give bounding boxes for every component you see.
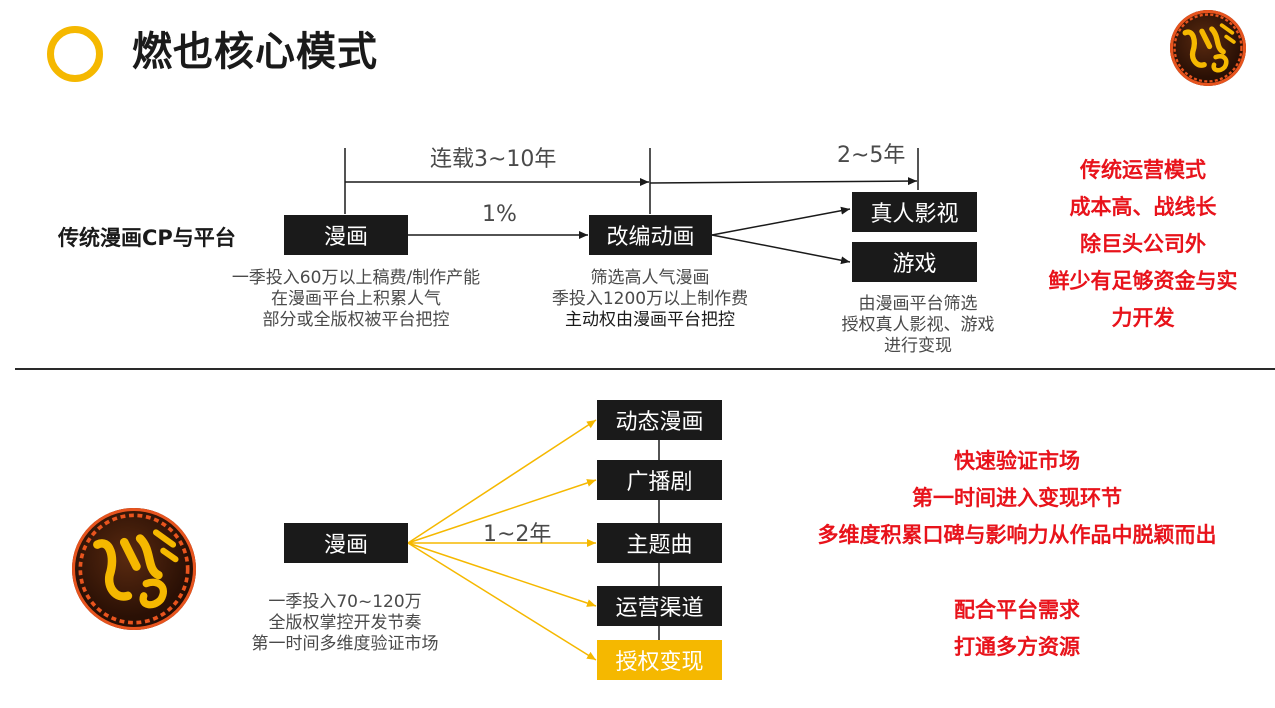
ranye-source-note-2: 全版权掌控开发节奏	[268, 613, 422, 633]
section-divider	[15, 368, 1275, 370]
fan-arrow-4	[407, 542, 597, 607]
animation-notes: 筛选高人气漫画 季投入1200万以上制作费 主动权由漫画平台把控	[540, 268, 760, 331]
title-ring-icon	[47, 26, 103, 82]
node-ranye-comic: 漫画	[284, 523, 408, 563]
license-note-3: 进行变现	[884, 336, 952, 356]
animation-note-3: 主动权由漫画平台把控	[565, 310, 735, 330]
arrow-animation-to-game	[711, 234, 851, 265]
ranye-source-notes: 一季投入70~120万 全版权掌控开发节奏 第一时间多维度验证市场	[232, 592, 458, 655]
timeline-serial-label: 连载3~10年	[430, 147, 557, 172]
traditional-summary-4: 鲜少有足够资金与实	[1048, 269, 1238, 293]
comic-note-2: 在漫画平台上积累人气	[271, 289, 441, 309]
ranye-summary-1: 快速验证市场	[954, 449, 1080, 473]
page-title: 燃也核心模式	[132, 29, 378, 75]
traditional-row-label: 传统漫画CP与平台	[58, 226, 236, 250]
ranye-summary-4: 配合平台需求	[954, 598, 1080, 622]
logo-top-right	[1170, 10, 1246, 86]
ranye-logo-icon	[78, 513, 190, 625]
ranye-period-label: 1~2年	[483, 522, 552, 547]
output-dynamic-comic: 动态漫画	[597, 400, 722, 440]
node-game: 游戏	[852, 242, 977, 282]
node-live-action: 真人影视	[852, 192, 977, 232]
license-note-1: 由漫画平台筛选	[858, 294, 978, 314]
node-comic: 漫画	[284, 215, 408, 255]
fan-arrow-2	[407, 479, 597, 544]
output-operation-channel: 运营渠道	[597, 586, 722, 626]
ranye-source-note-1: 一季投入70~120万	[268, 592, 422, 612]
ranye-summary-2: 第一时间进入变现环节	[912, 486, 1122, 510]
ranye-summary-3: 多维度积累口碑与影响力从作品中脱颖而出	[817, 523, 1217, 547]
ranye-summary-top: 快速验证市场 第一时间进入变现环节 多维度积累口碑与影响力从作品中脱颖而出	[780, 443, 1254, 554]
traditional-summary-3: 除巨头公司外	[1080, 232, 1206, 256]
ranye-summary-5: 打通多方资源	[954, 635, 1080, 659]
output-radio-drama: 广播剧	[597, 460, 722, 500]
ranye-source-note-3: 第一时间多维度验证市场	[251, 634, 439, 654]
traditional-summary-1: 传统运营模式	[1080, 158, 1206, 182]
timeline-later-label: 2~5年	[837, 143, 906, 168]
comic-notes: 一季投入60万以上稿费/制作产能 在漫画平台上积累人气 部分或全版权被平台把控	[218, 268, 494, 331]
node-animation: 改编动画	[589, 215, 712, 255]
comic-note-3: 部分或全版权被平台把控	[262, 310, 450, 330]
timeline-arrow-later	[649, 177, 918, 186]
license-notes: 由漫画平台筛选 授权真人影视、游戏 进行变现	[828, 294, 1008, 357]
logo-bottom-left	[72, 508, 196, 630]
traditional-summary-2: 成本高、战线长	[1069, 195, 1217, 219]
ranye-summary-bottom: 配合平台需求 打通多方资源	[780, 592, 1254, 666]
fan-arrow-5	[407, 542, 597, 661]
ranye-logo-icon	[1173, 13, 1243, 83]
traditional-summary-5: 力开发	[1111, 306, 1175, 330]
output-theme-song: 主题曲	[597, 523, 722, 563]
output-license-monetize: 授权变现	[597, 640, 722, 680]
animation-note-1: 筛选高人气漫画	[590, 268, 710, 288]
animation-note-2: 季投入1200万以上制作费	[551, 289, 749, 309]
conversion-rate-label: 1%	[482, 202, 517, 227]
comic-note-1: 一季投入60万以上稿费/制作产能	[231, 268, 481, 288]
traditional-summary: 传统运营模式 成本高、战线长 除巨头公司外 鲜少有足够资金与实 力开发	[1030, 152, 1256, 337]
license-note-2: 授权真人影视、游戏	[841, 315, 995, 335]
arrow-animation-to-live-action	[711, 206, 851, 236]
fan-arrow-1	[407, 419, 597, 544]
